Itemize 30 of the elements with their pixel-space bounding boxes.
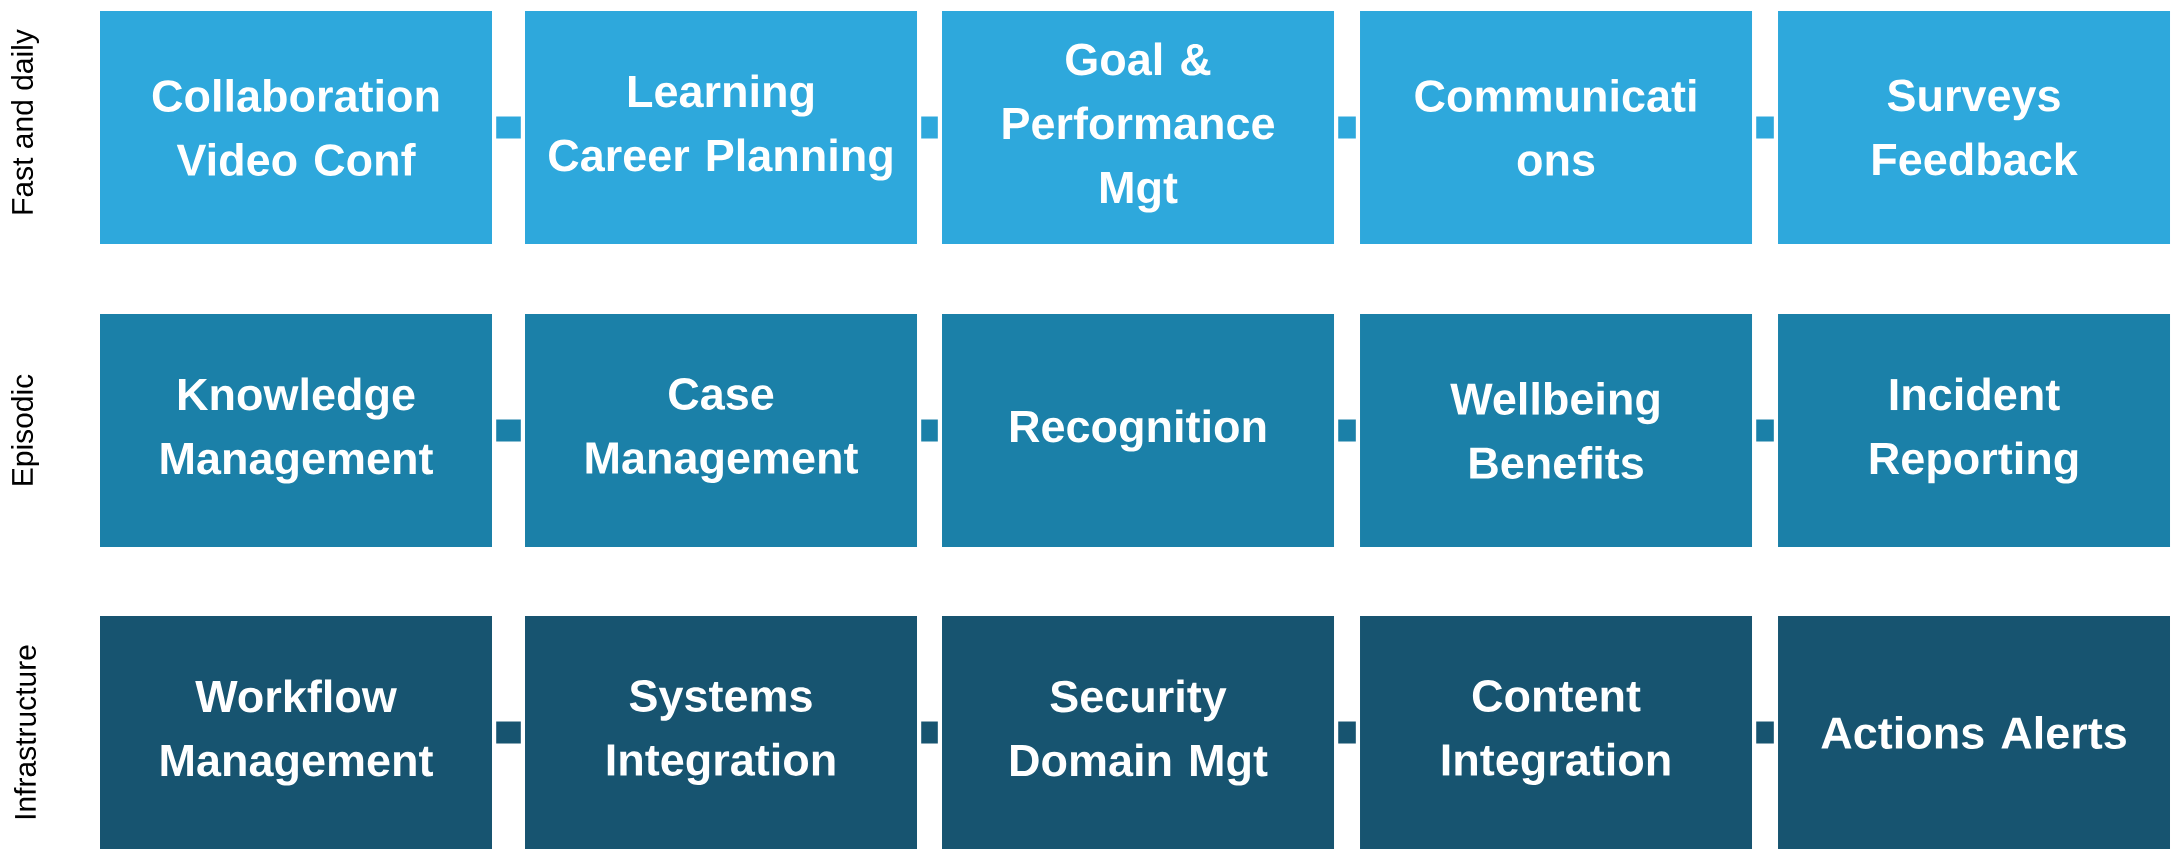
connector xyxy=(1338,116,1356,139)
process-box: Actions Alerts xyxy=(1778,616,2171,849)
connector xyxy=(1756,721,1774,744)
process-box: Case Management xyxy=(525,314,917,547)
connector xyxy=(921,419,938,442)
process-box: Workflow Management xyxy=(100,616,492,849)
connector xyxy=(496,721,521,744)
process-box: Communicati ons xyxy=(1360,11,1752,244)
connector xyxy=(1338,419,1356,442)
connector xyxy=(1338,721,1356,744)
connector xyxy=(496,116,521,139)
row-label: Episodic xyxy=(11,374,39,485)
process-box: Recognition xyxy=(942,314,1334,547)
process-box: Knowledge Management xyxy=(100,314,492,547)
row-label: Fast and daily xyxy=(11,29,39,214)
process-box: Wellbeing Benefits xyxy=(1360,314,1752,547)
row-label: Infrastructure xyxy=(14,645,36,819)
connector xyxy=(496,419,521,442)
process-box: Surveys Feedback xyxy=(1778,11,2171,244)
connector xyxy=(1756,419,1774,442)
process-box: Learning Career Planning xyxy=(525,11,917,244)
process-box: Content Integration xyxy=(1360,616,1752,849)
process-box: Systems Integration xyxy=(525,616,917,849)
connector xyxy=(1756,116,1774,139)
process-box: Goal & Performance Mgt xyxy=(942,11,1334,244)
process-box: Collaboration Video Conf xyxy=(100,11,492,244)
connector xyxy=(921,116,938,139)
connector xyxy=(921,721,938,744)
process-box: Security Domain Mgt xyxy=(942,616,1334,849)
process-box: Incident Reporting xyxy=(1778,314,2171,547)
